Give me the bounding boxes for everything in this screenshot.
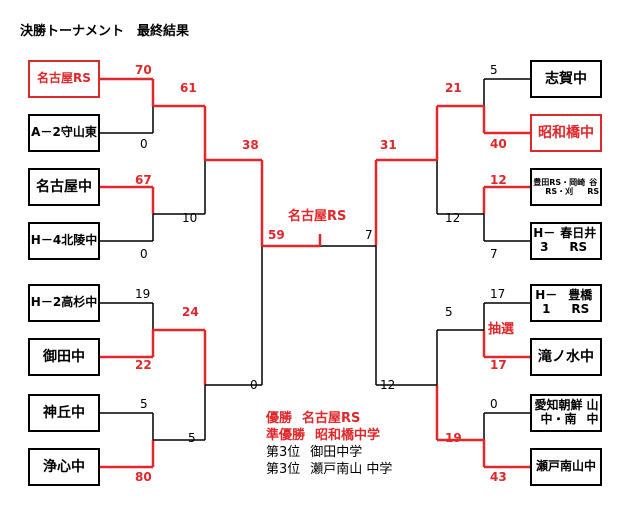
team-name: A－2 [31, 125, 61, 140]
score-label: 0 [140, 137, 148, 151]
team-name: 山中 [586, 398, 599, 426]
result-team: 瀬戸南山 中学 [310, 462, 393, 477]
team-name: H－2 [30, 295, 62, 310]
result-row: 準優勝昭和橋中学 [266, 427, 392, 444]
score-label: 10 [182, 211, 198, 225]
team-name: H－1 [535, 288, 558, 316]
team-box-right-6: 滝ノ水中 [530, 338, 602, 376]
score-label: 21 [445, 81, 462, 95]
score-label: 0 [250, 378, 258, 392]
team-name: 昭和橋中 [538, 124, 594, 141]
lottery-label: 抽選 [488, 322, 515, 337]
team-name: 浄心中 [43, 458, 85, 475]
team-box-right-3: 豊田RS・岡崎RS・刈谷RS [530, 168, 602, 206]
score-label: 7 [490, 247, 498, 261]
team-name: 御田中 [43, 348, 85, 365]
team-box-left-1: 名古屋RS [28, 60, 100, 98]
score-label: 17 [490, 358, 507, 372]
team-name: 高杉中 [61, 295, 98, 310]
score-label: 12 [445, 211, 461, 225]
score-label: 40 [490, 137, 507, 151]
score-label: 5 [445, 305, 453, 319]
page-title: 決勝トーナメント 最終結果 [20, 24, 190, 39]
score-label: 70 [135, 63, 152, 77]
team-box-right-5: H－1 豊橋RS [530, 284, 602, 322]
score-label: 24 [182, 305, 199, 319]
team-box-right-1: 志賀中 [530, 60, 602, 98]
score-label: 67 [135, 173, 152, 187]
team-name: 北陵中 [61, 233, 98, 248]
champion-label: 名古屋RS [288, 209, 347, 224]
score-label: 22 [135, 358, 152, 372]
team-name: H－4 [30, 233, 62, 248]
team-name: 名古屋中 [36, 178, 92, 195]
team-name: 志賀中 [545, 70, 587, 87]
score-label: 59 [268, 228, 285, 242]
score-label: 12 [490, 173, 507, 187]
result-row: 第3位御田中学 [266, 444, 392, 461]
result-row: 第3位瀬戸南山 中学 [266, 461, 392, 478]
score-label: 17 [490, 287, 506, 301]
score-label: 38 [242, 138, 259, 152]
result-rank: 優勝 [266, 411, 293, 426]
team-box-left-7: 神丘中 [28, 394, 100, 432]
team-box-left-6: 御田中 [28, 338, 100, 376]
result-team: 昭和橋中学 [315, 428, 381, 443]
score-label: 12 [380, 378, 396, 392]
score-label: 5 [188, 431, 196, 445]
score-label: 5 [490, 63, 498, 77]
score-label: 0 [490, 397, 498, 411]
team-name: H－3 [533, 226, 556, 254]
score-label: 19 [445, 431, 462, 445]
team-box-right-2: 昭和橋中 [530, 114, 602, 152]
team-name: 愛知朝鮮中・南 [534, 398, 583, 426]
team-name: 滝ノ水中 [538, 348, 594, 365]
score-label: 5 [140, 397, 148, 411]
team-name: 谷RS [587, 177, 600, 196]
team-name: 豊橋RS [568, 288, 593, 316]
result-team: 御田中学 [310, 445, 363, 460]
team-name: 春日井RS [560, 226, 597, 254]
score-label: 80 [135, 470, 152, 484]
score-label: 0 [140, 247, 148, 261]
team-box-left-3: 名古屋中 [28, 168, 100, 206]
result-rank: 第3位 [266, 445, 301, 460]
result-rank: 準優勝 [266, 428, 306, 443]
team-name: 瀬戸南山中 [535, 459, 596, 474]
team-name: 神丘中 [43, 404, 85, 421]
score-label: 19 [135, 287, 151, 301]
team-box-left-8: 浄心中 [28, 448, 100, 486]
team-name: 豊田RS・岡崎RS・刈 [533, 177, 586, 196]
result-team: 名古屋RS [302, 411, 361, 426]
score-label: 31 [380, 138, 397, 152]
result-rank: 第3位 [266, 462, 301, 477]
score-label: 61 [180, 81, 197, 95]
team-box-right-7: 愛知朝鮮中・南山中 [530, 394, 602, 432]
score-label: 7 [365, 228, 373, 242]
team-name: 名古屋RS [37, 71, 91, 86]
team-name: 守山東 [60, 125, 97, 140]
result-row: 優勝名古屋RS [266, 410, 392, 427]
score-label: 43 [490, 470, 507, 484]
team-box-right-8: 瀬戸南山中 [530, 448, 602, 486]
